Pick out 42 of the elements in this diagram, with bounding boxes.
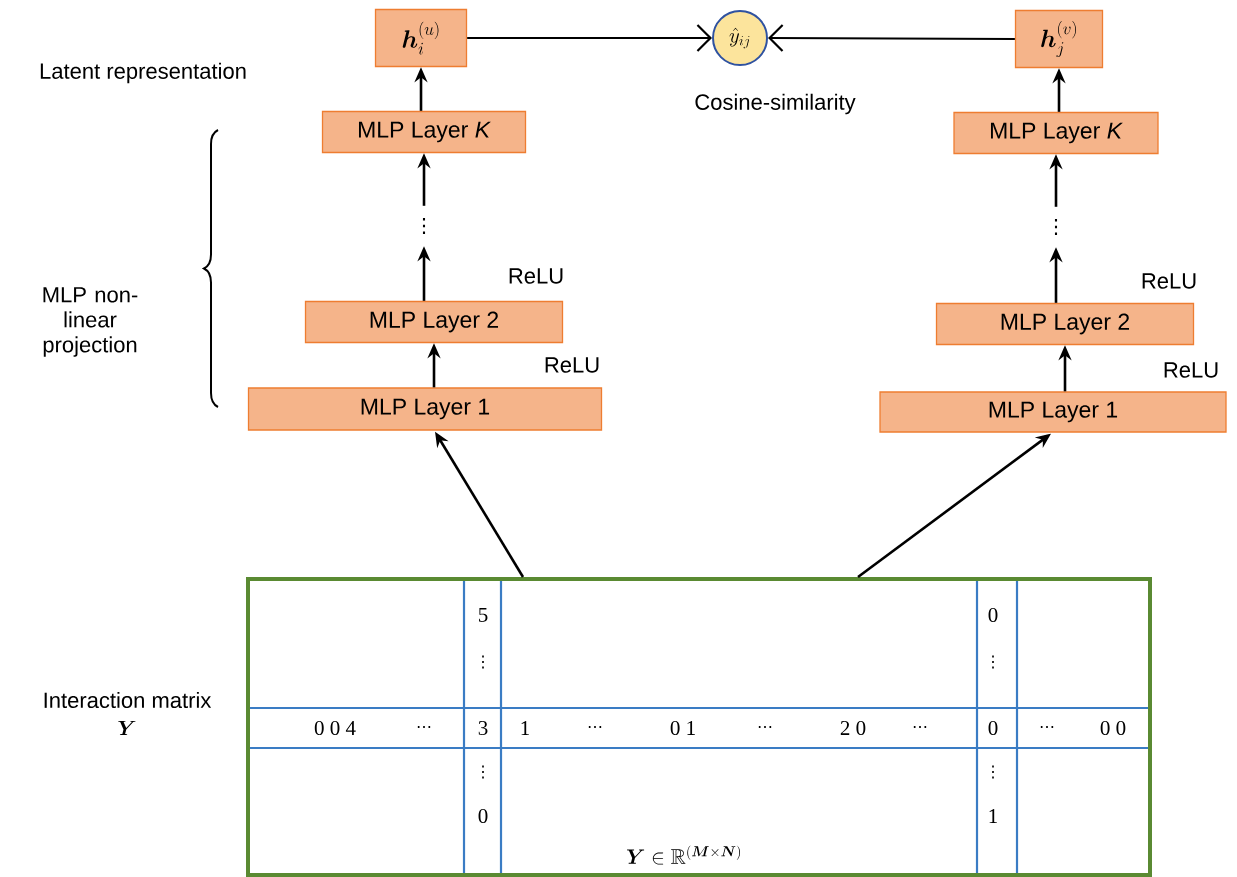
activation-label: ReLU [1164, 362, 1218, 378]
vector-box: $\boldsymbol{h}_i^{(u)}$ [374, 8, 468, 68]
arrow [467, 24, 712, 52]
layer-box: MLP Layer 1 [247, 387, 603, 431]
layer-box: MLP Layer K [321, 110, 527, 154]
matrix-entry: ⋯ [417, 726, 431, 728]
matrix-entry: ⋯ [1040, 726, 1054, 728]
activation-label: ReLU [509, 268, 563, 284]
matrix-symbol: $\boldsymbol{Y}$ [118, 720, 136, 736]
activation-label: ReLU [1142, 273, 1196, 289]
matrix-entry: ⋮ [482, 655, 484, 669]
matrix-entry: ⋯ [588, 726, 602, 728]
bracket-label: MLP non-linear projection [43, 287, 138, 357]
matrix-entry: ⋮ [992, 655, 994, 669]
ellipsis: ⋮ [1054, 218, 1058, 236]
layer-box: MLP Layer 2 [304, 300, 564, 344]
matrix-entry: ⋮ [992, 765, 994, 779]
matrix-entry: 0 1 [670, 720, 695, 736]
layer-box: MLP Layer 1 [879, 391, 1227, 433]
matrix-entry: ⋯ [913, 726, 927, 728]
activation-label: ReLU [545, 357, 599, 373]
arrow [768, 24, 1015, 52]
matrix-formula: $\boldsymbol{Y} \in \mathbb{R}^{(\boldsymbol{M}\times \boldsymbol{N})}$ [625, 844, 743, 866]
matrix-entry: 0 0 [1100, 720, 1126, 736]
matrix-entry: ⋯ [758, 726, 772, 728]
node-caption: Cosine-similarity [695, 93, 856, 115]
matrix-entry: 0 [988, 720, 998, 736]
matrix-entry: 0 0 4 [314, 720, 356, 736]
matrix-entry: 3 [478, 720, 488, 736]
layer-box: MLP Layer 2 [935, 302, 1195, 346]
matrix-entry: 0 [478, 808, 488, 824]
matrix-entry: 5 [479, 608, 488, 622]
layer-box: MLP Layer K [953, 111, 1159, 155]
matrix-entry: 0 [988, 607, 998, 623]
node-caption: Interaction matrix [44, 691, 212, 709]
matrix-entry: 1 [521, 721, 529, 735]
matrix-entry: ⋮ [482, 765, 484, 779]
vector-box: $\boldsymbol{h}_j^{(v)}$ [1014, 9, 1104, 69]
matrix-entry: 1 [989, 809, 997, 823]
axis-label: Latent representation [40, 62, 246, 84]
matrix-entry: 2 0 [840, 720, 866, 736]
ellipsis: ⋮ [422, 217, 426, 235]
